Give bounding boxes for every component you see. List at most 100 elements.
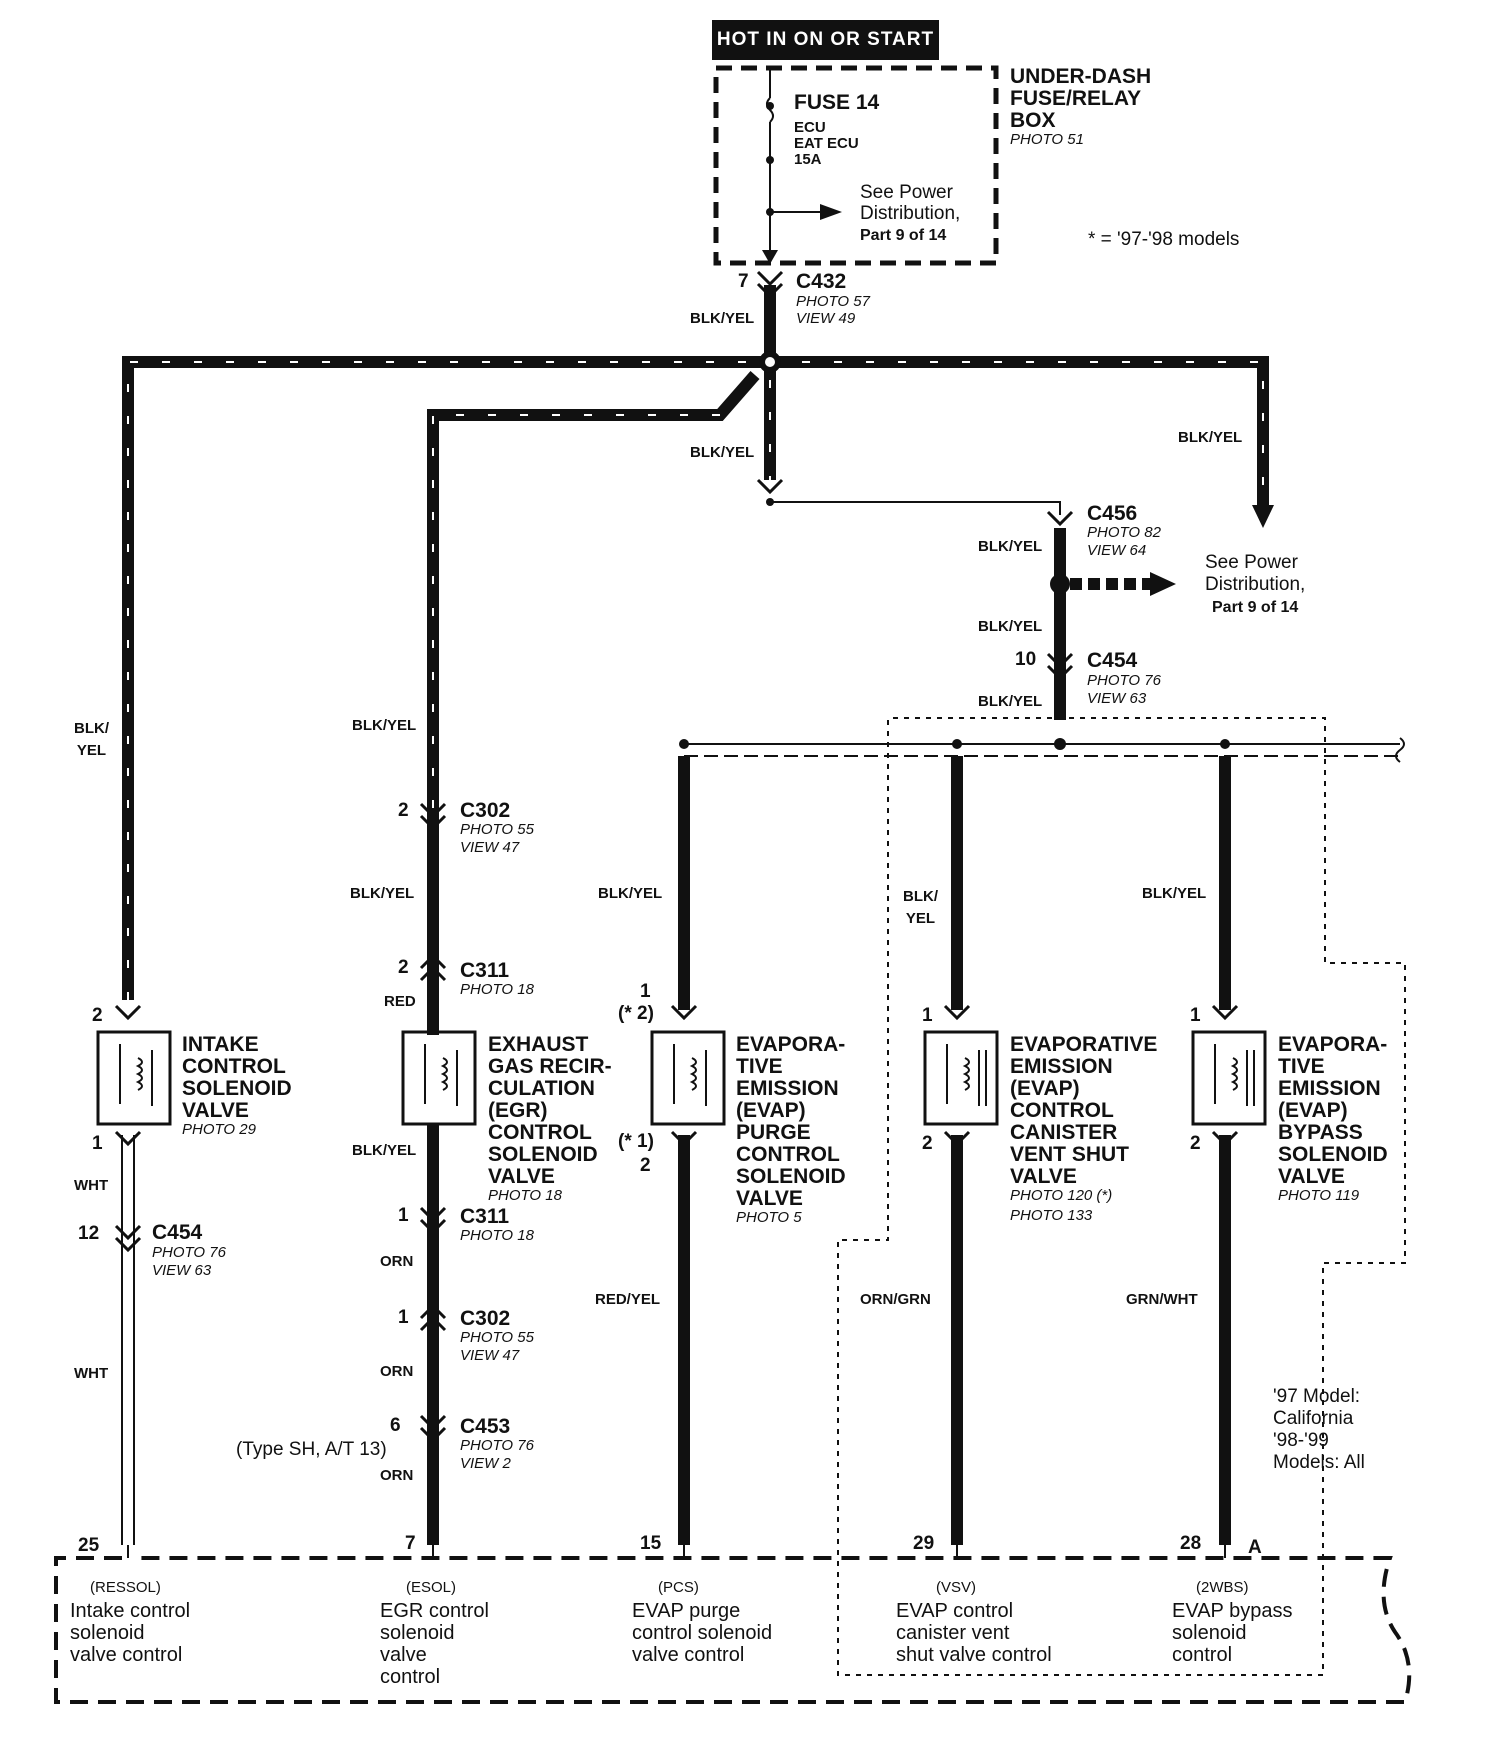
wire-label-c456: BLK/YEL — [978, 538, 1043, 555]
ecu-desc-ressol: Intake control solenoid valve control — [70, 1600, 191, 1666]
wire-to-c456 — [770, 501, 1061, 515]
fuse-down-arrow — [762, 250, 778, 264]
c454-left-photo: PHOTO 76 — [152, 1244, 226, 1261]
fuse-box-photo: PHOTO 51 — [1010, 131, 1084, 148]
c432-pin: 7 — [738, 271, 749, 292]
fuse-see-power-part: Part 9 of 14 — [860, 227, 947, 244]
c311-a-photo: PHOTO 18 — [460, 981, 534, 998]
ecu-code-pcs: (PCS) — [658, 1579, 699, 1596]
c432-photo: PHOTO 57 — [796, 293, 870, 310]
vent-pin-bottom: 2 — [922, 1133, 933, 1154]
variant-dotted-boundary — [837, 717, 1406, 1676]
fuse-box-title: UNDER-DASH FUSE/RELAY BOX — [1010, 65, 1152, 132]
c456-connector — [1046, 510, 1074, 527]
wire-label-egr-out: BLK/YEL — [352, 1142, 417, 1159]
wire-label-c302-c311: BLK/YEL — [350, 885, 415, 902]
vent-pin-top: 1 — [922, 1005, 933, 1026]
ecu-pin-28: 28 — [1180, 1533, 1202, 1554]
wire-label-vent-feed: BLK/ YEL — [903, 888, 938, 927]
ecu-pin-7: 7 — [405, 1533, 416, 1554]
wire-label-orn-1: ORN — [380, 1253, 414, 1270]
purge-pin-top: 1 — [640, 981, 651, 1002]
c311-b-photo: PHOTO 18 — [460, 1227, 534, 1244]
c453-name: C453 — [460, 1415, 511, 1438]
wire-label-bypass-feed: BLK/YEL — [1142, 885, 1207, 902]
intake-pin-bottom: 1 — [92, 1133, 103, 1154]
c302-a-name: C302 — [460, 799, 511, 822]
egr-valve-name: EXHAUST GAS RECIR- CULATION (EGR) CONTRO… — [488, 1033, 612, 1188]
wire-wht — [121, 1135, 135, 1545]
c432-connector — [756, 270, 784, 299]
c456-view: VIEW 64 — [1087, 542, 1147, 559]
wire-label-red-yel: RED/YEL — [595, 1291, 661, 1308]
evap-bus-dot-1 — [679, 739, 689, 749]
c454-top-pin: 10 — [1015, 649, 1037, 670]
c454-top-name: C454 — [1087, 649, 1138, 672]
c454-left-pin: 12 — [78, 1223, 100, 1244]
c454-top-connector — [1046, 652, 1074, 681]
purge-pin-bottom: 2 — [640, 1155, 651, 1176]
wire-label-grn-wht: GRN/WHT — [1126, 1291, 1198, 1308]
c311-b-pin: 1 — [398, 1205, 409, 1226]
c456-photo: PHOTO 82 — [1087, 524, 1161, 541]
purge-valve-name: EVAPORA- TIVE EMISSION (EVAP) PURGE CONT… — [736, 1033, 846, 1210]
right-branch-arrow — [1150, 572, 1176, 596]
ecu-pin-25: 25 — [78, 1535, 100, 1556]
ecu-desc-pcs: EVAP purge control solenoid valve contro… — [632, 1600, 773, 1666]
see-power-right-part: Part 9 of 14 — [1212, 599, 1299, 616]
c454-left-name: C454 — [152, 1221, 203, 1244]
hot-in-on-or-start-label: HOT IN ON OR START — [712, 20, 939, 60]
ecu-pin-15: 15 — [640, 1533, 662, 1554]
c302-a-pin: 2 — [398, 800, 409, 821]
c456-splice — [1050, 574, 1070, 594]
c453-note: (Type SH, A/T 13) — [236, 1439, 387, 1460]
wire-label-wht-1: WHT — [74, 1177, 109, 1194]
vent-valve-name: EVAPORATIVE EMISSION (EVAP) CONTROL CANI… — [1010, 1033, 1158, 1188]
ecu-pin-stubs — [127, 1545, 1226, 1558]
ecu-pin-29: 29 — [913, 1533, 935, 1554]
bypass-valve-name: EVAPORA- TIVE EMISSION (EVAP) BYPASS SOL… — [1278, 1033, 1388, 1188]
main-splice-inner — [765, 357, 775, 367]
bypass-pin-top: 1 — [1190, 1005, 1201, 1026]
c302-a-photo: PHOTO 55 — [460, 821, 534, 838]
c454-top-view: VIEW 63 — [1087, 690, 1147, 707]
evap-bus-dot-2 — [952, 739, 962, 749]
ecu-desc-vsv: EVAP control canister vent shut valve co… — [896, 1600, 1052, 1666]
purge-valve-photo: PHOTO 5 — [736, 1209, 802, 1226]
ecu-desc-esol: EGR control solenoid valve control — [380, 1600, 489, 1688]
fuse-box-outline — [713, 65, 999, 266]
wire-label-c456-c454: BLK/YEL — [978, 618, 1043, 635]
c302-b-view: VIEW 47 — [460, 1347, 520, 1364]
connector-chevrons — [114, 802, 1239, 1443]
c456-name: C456 — [1087, 502, 1138, 525]
fuse-circuits: ECU EAT ECU 15A — [794, 119, 859, 168]
c311-b-name: C311 — [460, 1205, 510, 1228]
bus-end-connector — [756, 478, 784, 495]
intake-pin-top: 2 — [92, 1005, 103, 1026]
see-power-right: See Power Distribution, — [1205, 552, 1306, 595]
wire-label-orn-grn: ORN/GRN — [860, 1291, 931, 1308]
egr-valve-photo: PHOTO 18 — [488, 1187, 562, 1204]
evap-bus-break — [1395, 737, 1405, 763]
model-note: * = '97-'98 models — [1088, 229, 1240, 250]
c302-b-pin: 1 — [398, 1307, 409, 1328]
c453-view: VIEW 2 — [460, 1455, 511, 1472]
c311-a-name: C311 — [460, 959, 510, 982]
ecu-dashed-box — [54, 1556, 1412, 1704]
fuse-see-power: See Power Distribution, — [860, 182, 961, 224]
c311-a-pin: 2 — [398, 957, 409, 978]
vent-valve-photo-2: PHOTO 133 — [1010, 1207, 1093, 1224]
wire-label-center: BLK/YEL — [690, 444, 755, 461]
c453-photo: PHOTO 76 — [460, 1437, 534, 1454]
wire-label-wht-2: WHT — [74, 1365, 109, 1382]
wire-label-c454-top: BLK/YEL — [978, 693, 1043, 710]
right-power-arrow — [1252, 505, 1274, 528]
ecu-code-vsv: (VSV) — [936, 1579, 977, 1596]
wire-label-egr-feed: BLK/YEL — [352, 717, 417, 734]
vent-valve-photo: PHOTO 120 (*) — [1010, 1187, 1113, 1204]
c456-dot — [766, 498, 774, 506]
purge-pin-top-alt: (* 2) — [618, 1003, 654, 1024]
evap-vertical-wires — [427, 756, 1231, 1545]
wire-label-c432: BLK/YEL — [690, 310, 755, 327]
